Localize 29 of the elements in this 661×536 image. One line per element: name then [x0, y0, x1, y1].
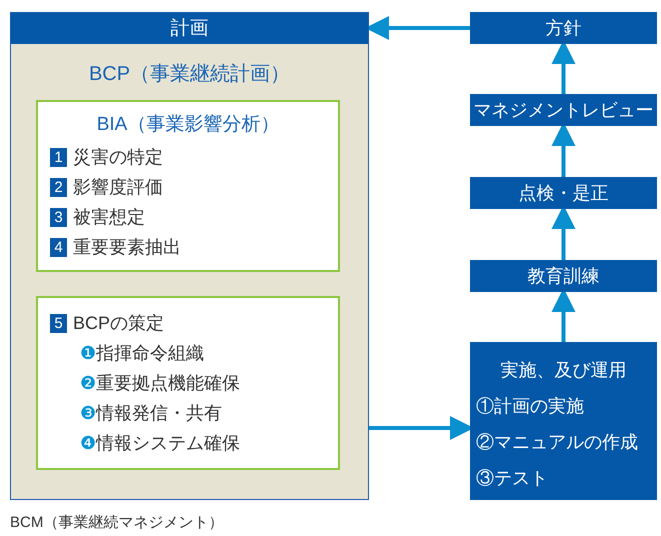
list-item: ❶指揮命令組織 — [79, 342, 205, 365]
list-item: ❷重要拠点機能確保 — [79, 372, 241, 395]
section-heading: BIA（事業影響分析） — [96, 113, 280, 137]
step-item: ③テスト — [476, 467, 549, 490]
list-item: 2 影響度評価 — [50, 172, 326, 202]
panel-header: 計画 — [11, 13, 368, 44]
step-box — [470, 12, 657, 44]
list-item: ❸情報発信・共有 — [79, 402, 223, 425]
list-item: 4 重要要素抽出 — [50, 232, 326, 262]
step-item: ①計画の実施 — [476, 395, 585, 418]
list-item: 1 災害の特定 — [50, 142, 326, 172]
list-item: ❹情報システム確保 — [79, 432, 241, 455]
step-label: マネジメントレビュー — [474, 101, 654, 119]
step-box — [470, 260, 657, 292]
step-label: 方針 — [546, 19, 582, 37]
step-item: ②マニュアルの作成 — [476, 431, 639, 454]
step-box — [470, 342, 657, 500]
section-box — [36, 100, 340, 272]
caption-label: BCM（事業継続マネジメント） — [10, 515, 224, 530]
step-label: 点検・是正 — [518, 184, 608, 202]
step-label: 教育訓練 — [528, 267, 600, 285]
step-box — [470, 177, 657, 209]
section-box — [36, 296, 340, 470]
list-item: 3 被害想定 — [50, 202, 326, 232]
panel-heading: BCP（事業継続計画） — [88, 62, 292, 87]
step-heading: 実施、及び運用 — [500, 359, 628, 382]
list-item: 5 BCPの策定 — [50, 308, 326, 338]
plan-panel — [10, 12, 369, 500]
step-box — [470, 94, 657, 126]
